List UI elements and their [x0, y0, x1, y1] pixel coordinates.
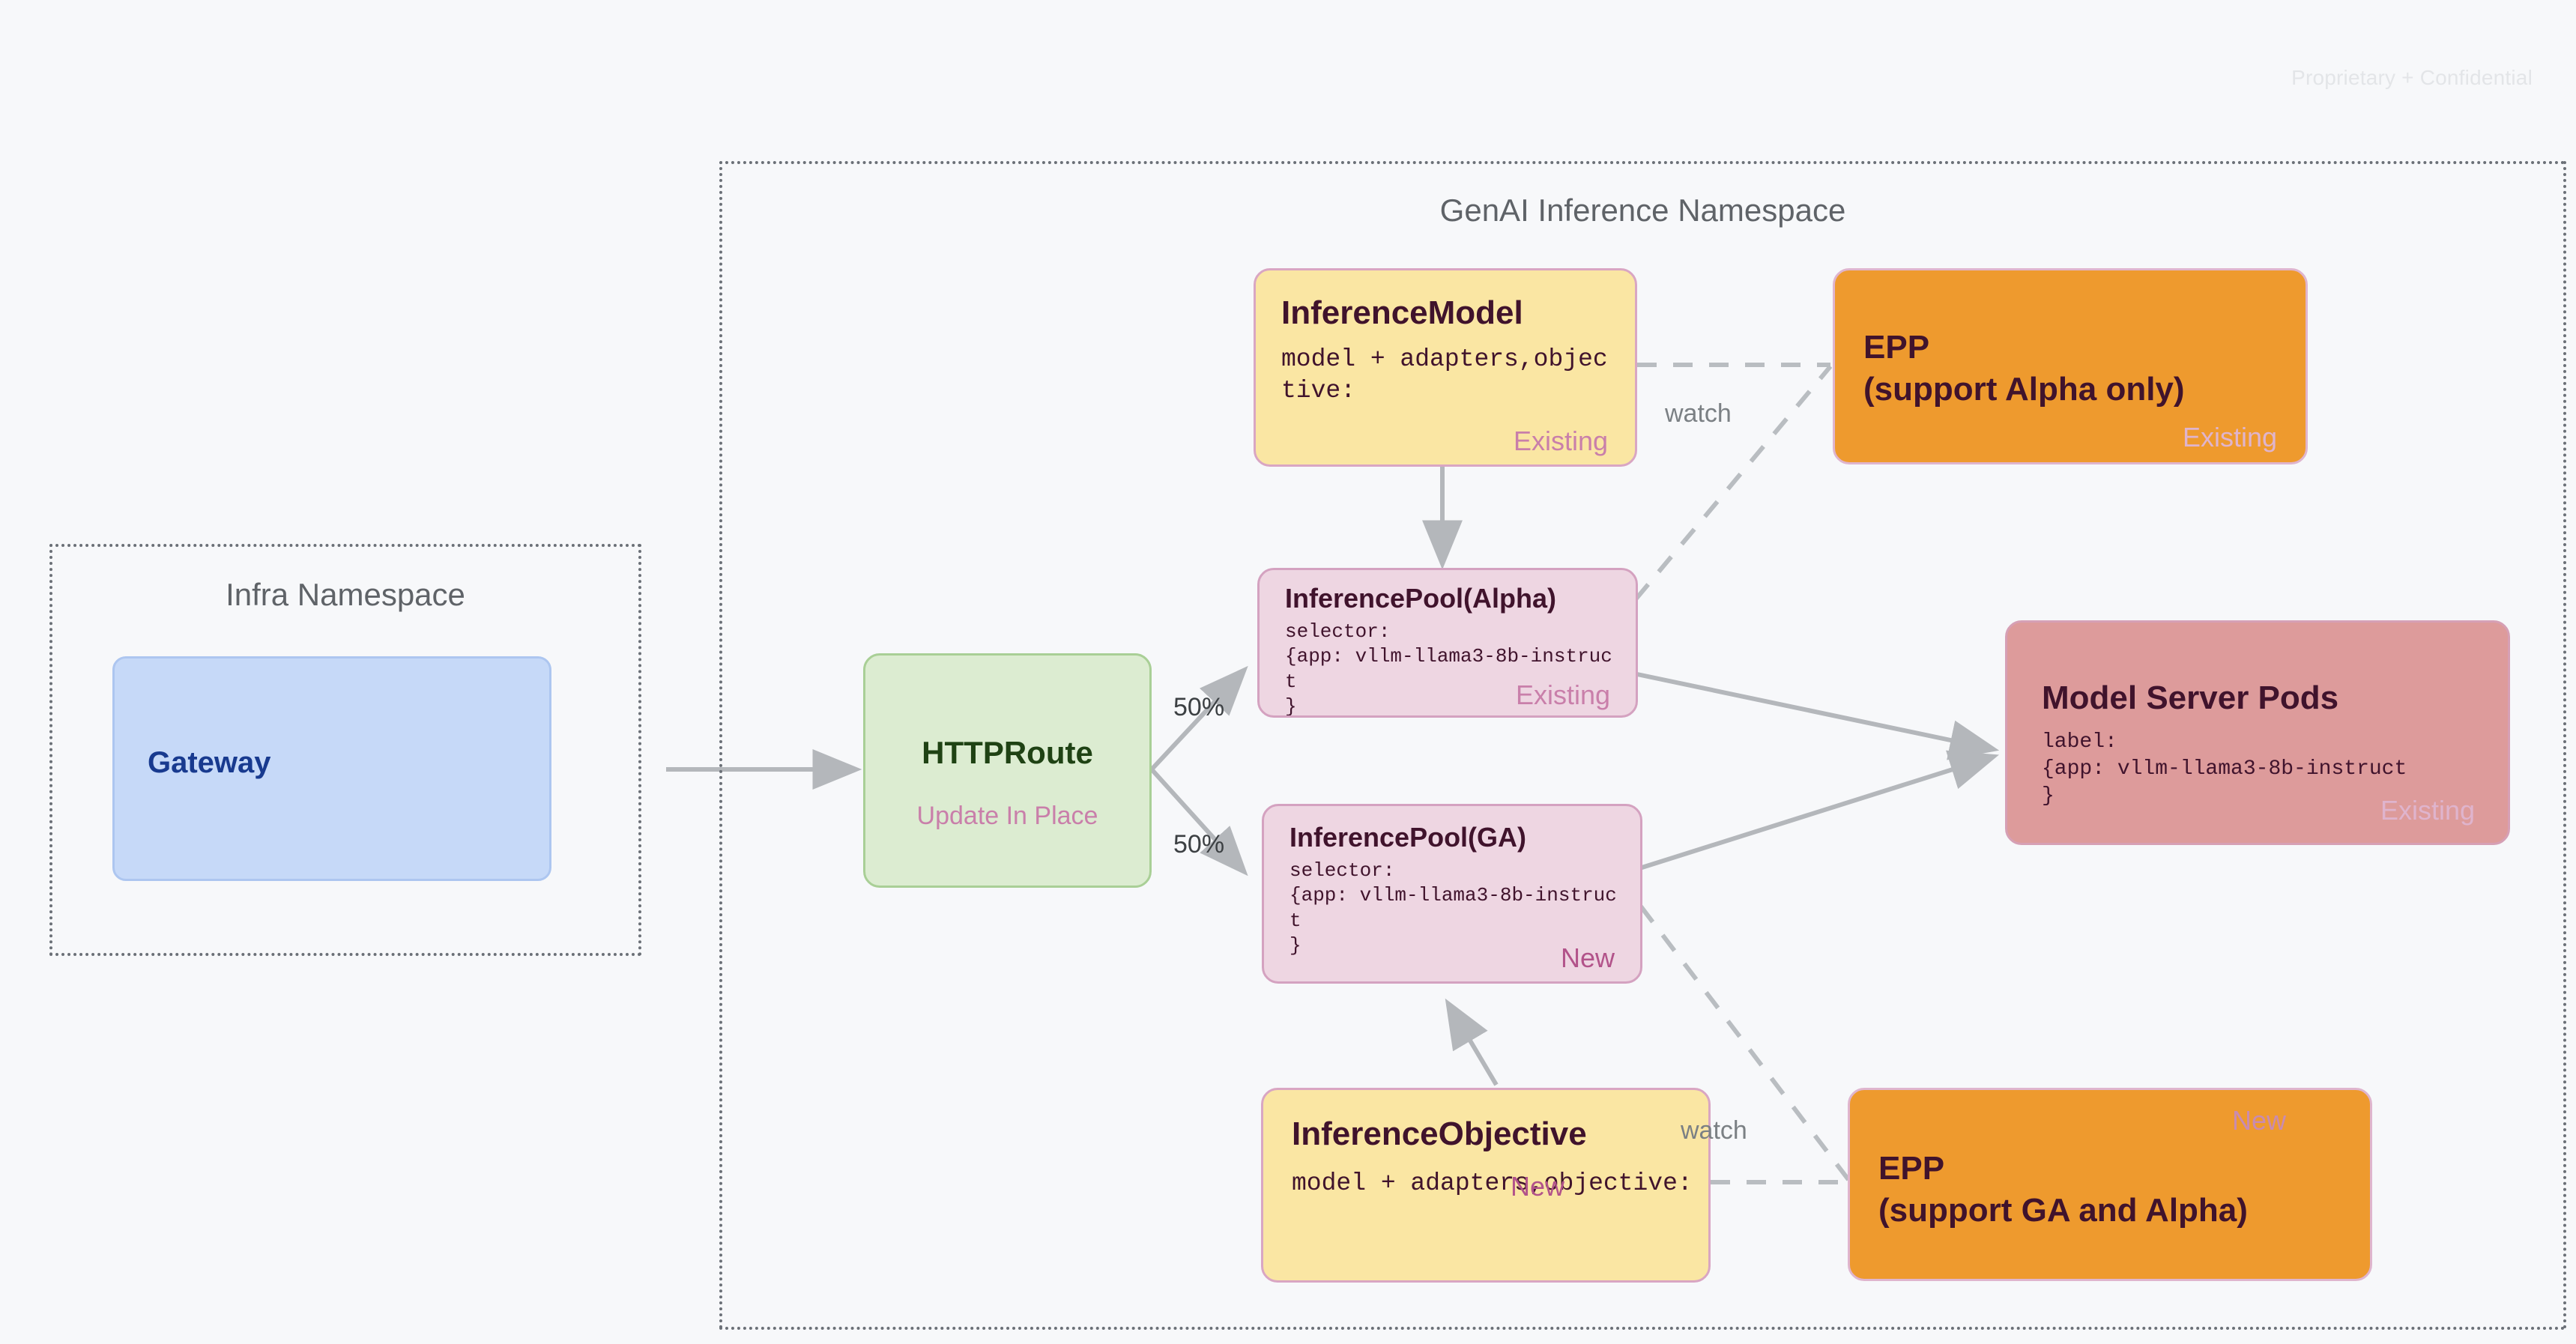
model-server-pods-status-badge: Existing [2380, 795, 2475, 826]
epp-alpha-title-line1: EPP [1863, 329, 1930, 366]
inference-pool-ga-title: InferencePool(GA) [1289, 822, 1527, 853]
inference-pool-alpha-node[interactable]: InferencePool(Alpha) selector: {app: vll… [1257, 568, 1638, 718]
inference-model-title: InferenceModel [1281, 294, 1523, 331]
inference-pool-alpha-title: InferencePool(Alpha) [1285, 583, 1557, 614]
confidential-label: Proprietary + Confidential [2291, 66, 2533, 89]
httproute-node[interactable]: HTTPRoute Update In Place [863, 653, 1152, 888]
httproute-subtitle: Update In Place [916, 802, 1098, 830]
httproute-title: HTTPRoute [922, 735, 1093, 770]
infra-namespace-container: Infra Namespace [49, 544, 641, 956]
inference-model-status-badge: Existing [1513, 426, 1608, 456]
epp-ga-node[interactable]: EPP (support GA and Alpha) New [1848, 1088, 2372, 1281]
split-label-ga: 50% [1173, 830, 1225, 859]
inference-model-node[interactable]: InferenceModel model + adapters,objectiv… [1254, 268, 1637, 467]
inference-objective-status-badge: New [1511, 1171, 1565, 1202]
gateway-node[interactable]: Gateway [112, 656, 551, 881]
epp-ga-title-line1: EPP [1878, 1150, 1945, 1187]
model-server-pods-node[interactable]: Model Server Pods label: {app: vllm-llam… [2005, 620, 2510, 845]
inference-objective-node[interactable]: InferenceObjective model + adapters,obje… [1261, 1088, 1711, 1283]
split-label-alpha: 50% [1173, 693, 1225, 721]
genai-namespace-container: GenAI Inference Namespace [719, 161, 2566, 1330]
infra-namespace-title: Infra Namespace [226, 577, 465, 612]
model-server-pods-code: label: {app: vllm-llama3-8b-instruct } [2042, 730, 2407, 808]
inference-model-code: model + adapters,objective: [1281, 345, 1608, 405]
watch-label-ga: watch [1681, 1116, 1747, 1145]
inference-objective-title: InferenceObjective [1292, 1116, 1587, 1152]
model-server-pods-title: Model Server Pods [2042, 679, 2339, 716]
epp-alpha-title-line2: (support Alpha only) [1863, 371, 2185, 408]
inference-pool-alpha-code: selector: {app: vllm-llama3-8b-instruct … [1285, 620, 1612, 718]
epp-ga-title-line2: (support GA and Alpha) [1878, 1192, 2248, 1229]
inference-pool-ga-node[interactable]: InferencePool(GA) selector: {app: vllm-l… [1262, 804, 1642, 984]
epp-alpha-node[interactable]: EPP (support Alpha only) Existing [1833, 268, 2308, 464]
gateway-title: Gateway [148, 746, 271, 779]
inference-objective-code: model + adapters,objective: [1292, 1169, 1693, 1197]
epp-alpha-status-badge: Existing [2182, 422, 2277, 452]
inference-pool-alpha-status-badge: Existing [1515, 679, 1610, 710]
genai-namespace-title: GenAI Inference Namespace [1439, 193, 1846, 228]
epp-ga-status-badge: New [2231, 1105, 2286, 1136]
watch-label-alpha: watch [1665, 399, 1732, 428]
inference-pool-ga-status-badge: New [1560, 942, 1615, 973]
inference-pool-ga-code: selector: {app: vllm-llama3-8b-instruct … [1289, 859, 1617, 957]
